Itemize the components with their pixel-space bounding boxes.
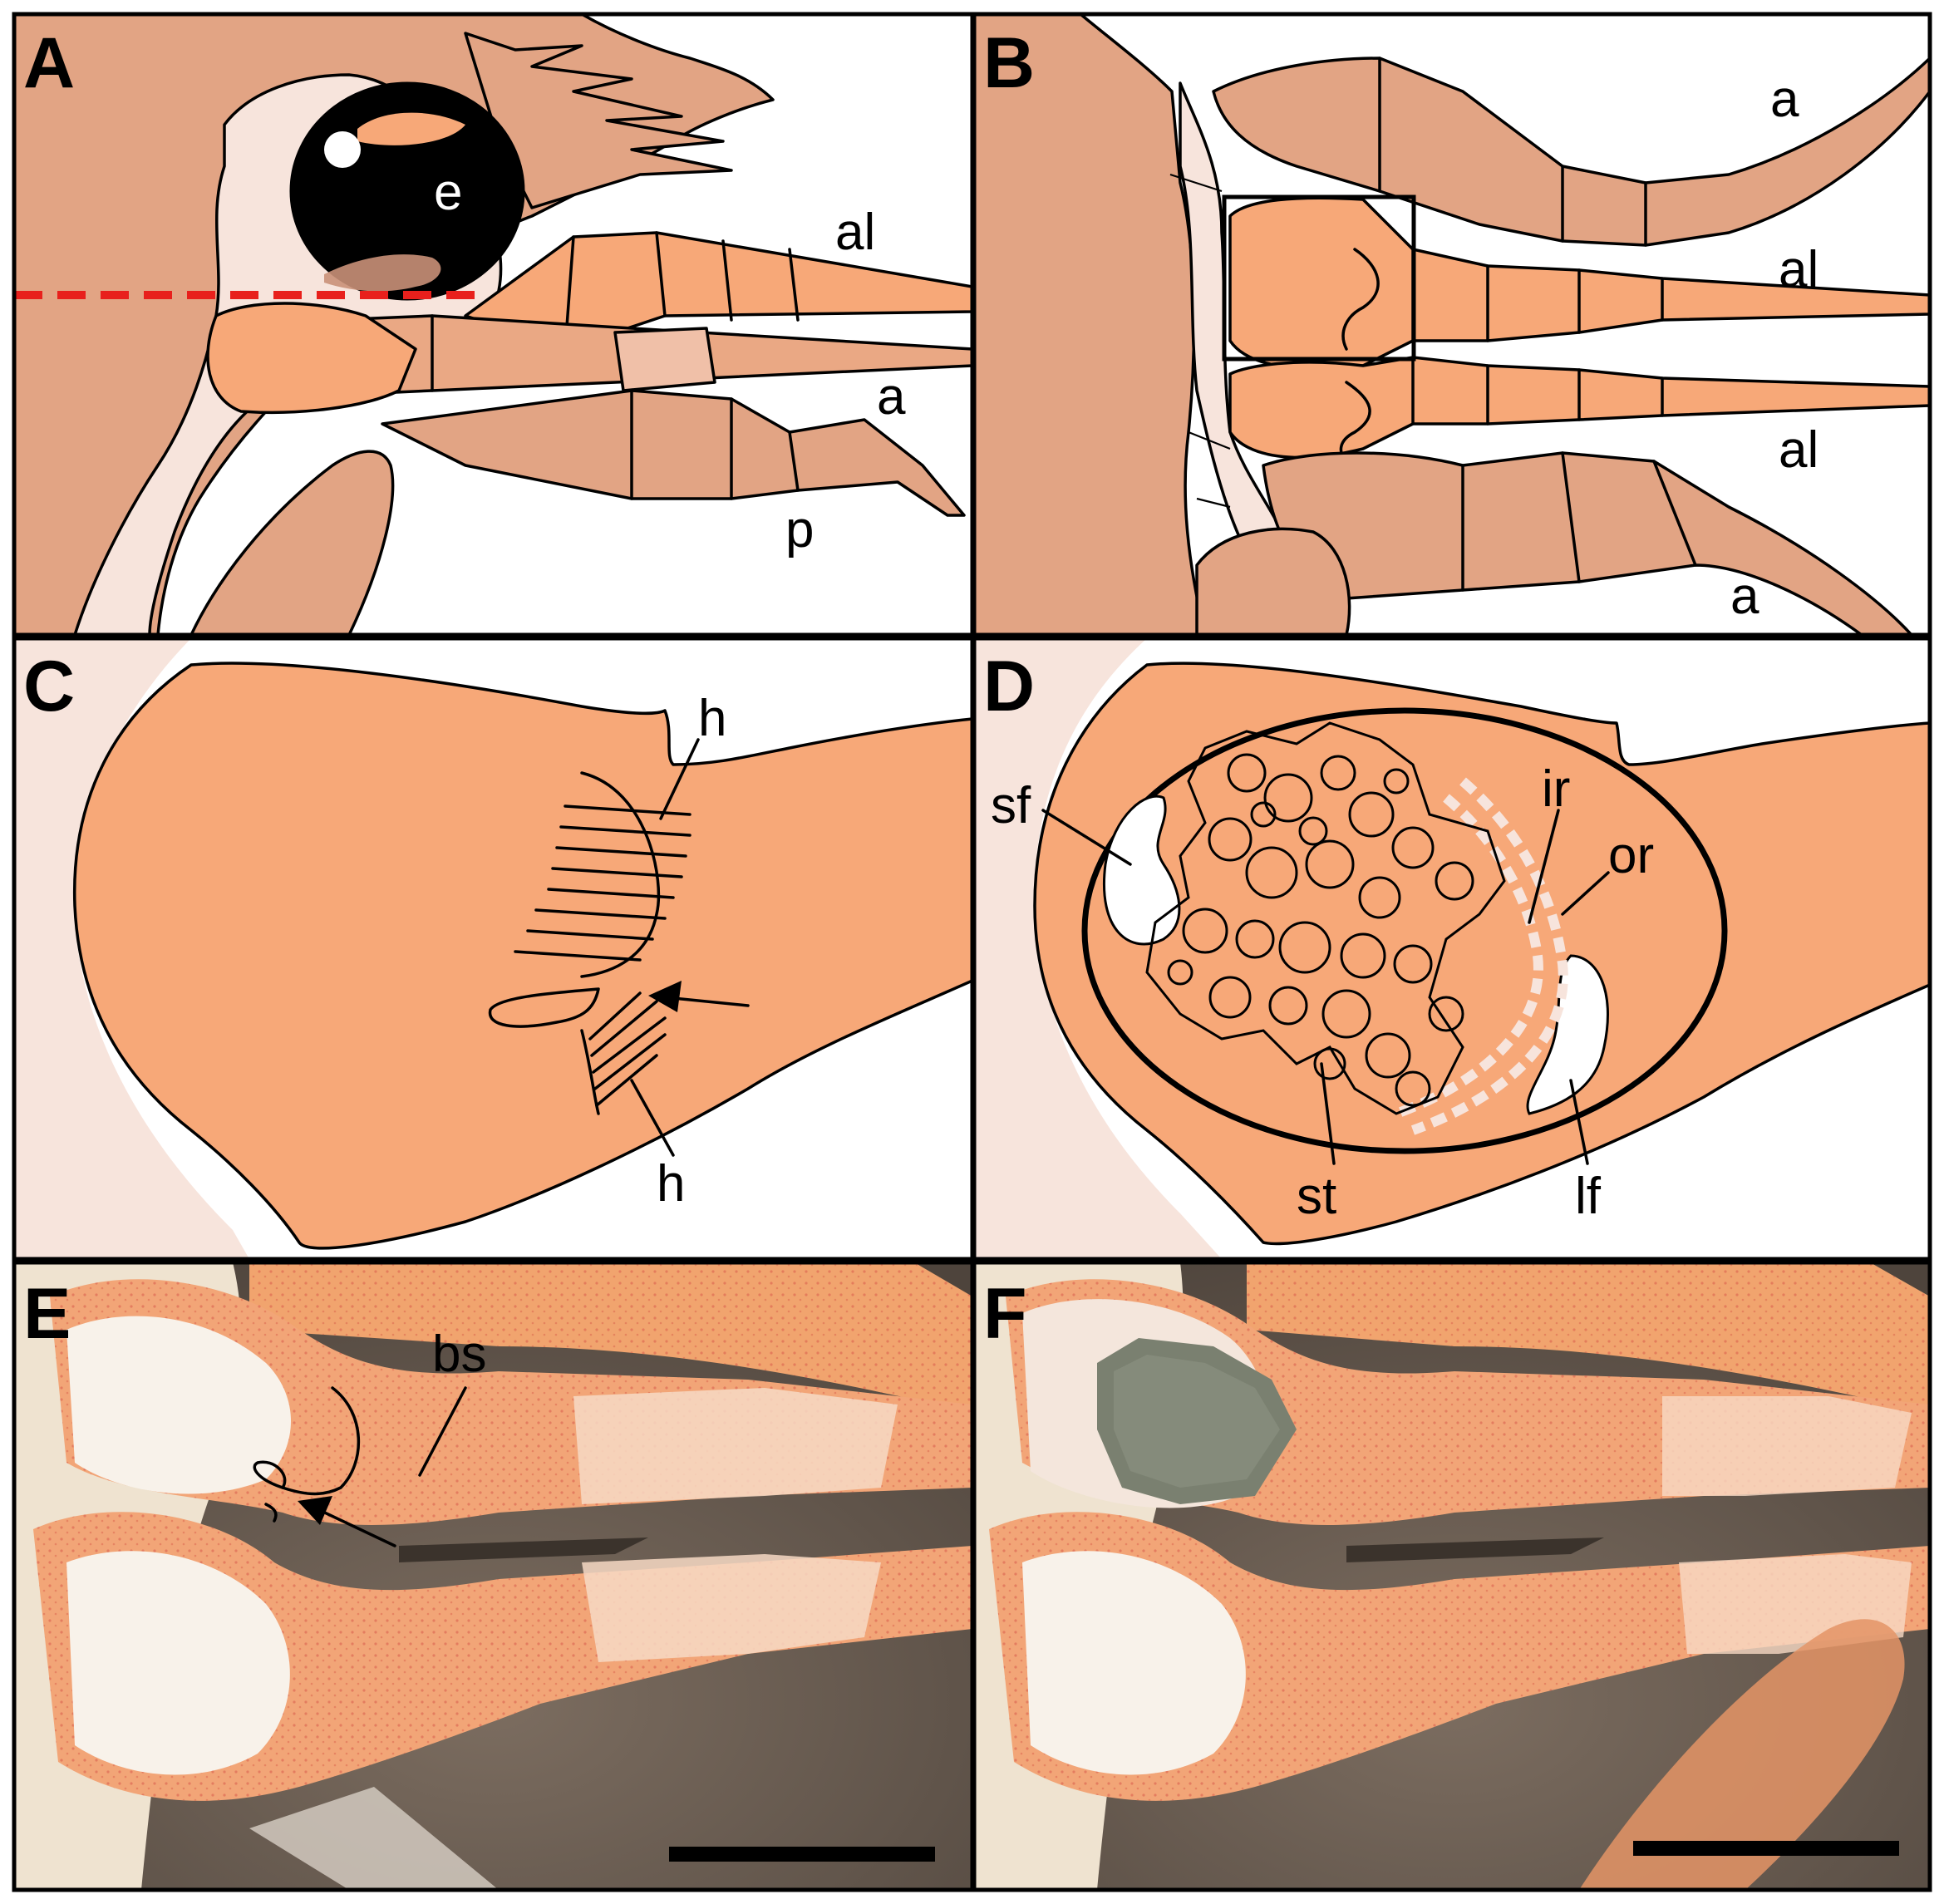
label-a-bottom: a [1730, 568, 1759, 625]
panel-d-frame [972, 636, 1932, 1262]
panel-e: E bs [14, 1262, 972, 1890]
label-lf: lf [1575, 1168, 1602, 1225]
label-al: al [835, 204, 875, 261]
panel-d: D sf ir or st lf [974, 638, 1930, 1259]
panel-letter-b: B [983, 23, 1035, 103]
scale-bar-e [669, 1847, 935, 1862]
panel-b: B a al al a [974, 14, 1930, 635]
label-p: p [785, 501, 814, 558]
label-h-upper: h [698, 690, 726, 747]
label-a: a [877, 368, 906, 426]
label-h-lower: h [657, 1155, 685, 1213]
label-st: st [1297, 1168, 1336, 1225]
panel-f-frame [972, 1260, 1932, 1892]
panel-f: F [974, 1262, 1930, 1890]
statolith-mass [1145, 721, 1506, 1115]
panel-letter-c: C [23, 647, 75, 726]
panel-b-frame [972, 12, 1932, 637]
scale-bar-f [1633, 1841, 1899, 1856]
panel-letter-e: E [23, 1274, 71, 1354]
label-al-upper: al [1779, 241, 1819, 298]
panel-c: C h h [14, 638, 972, 1259]
label-sf: sf [991, 777, 1031, 834]
panel-letter-d: D [983, 647, 1035, 726]
panel-a: A e al a p [14, 14, 972, 635]
panel-letter-f: F [983, 1274, 1027, 1354]
label-ir: ir [1542, 760, 1570, 818]
label-al-lower: al [1779, 421, 1819, 479]
panel-letter-a: A [23, 23, 75, 103]
label-e: e [434, 164, 462, 221]
label-a-top: a [1770, 71, 1799, 128]
label-bs: bs [432, 1326, 486, 1383]
label-or: or [1608, 827, 1654, 884]
highlight-box [1222, 194, 1416, 362]
